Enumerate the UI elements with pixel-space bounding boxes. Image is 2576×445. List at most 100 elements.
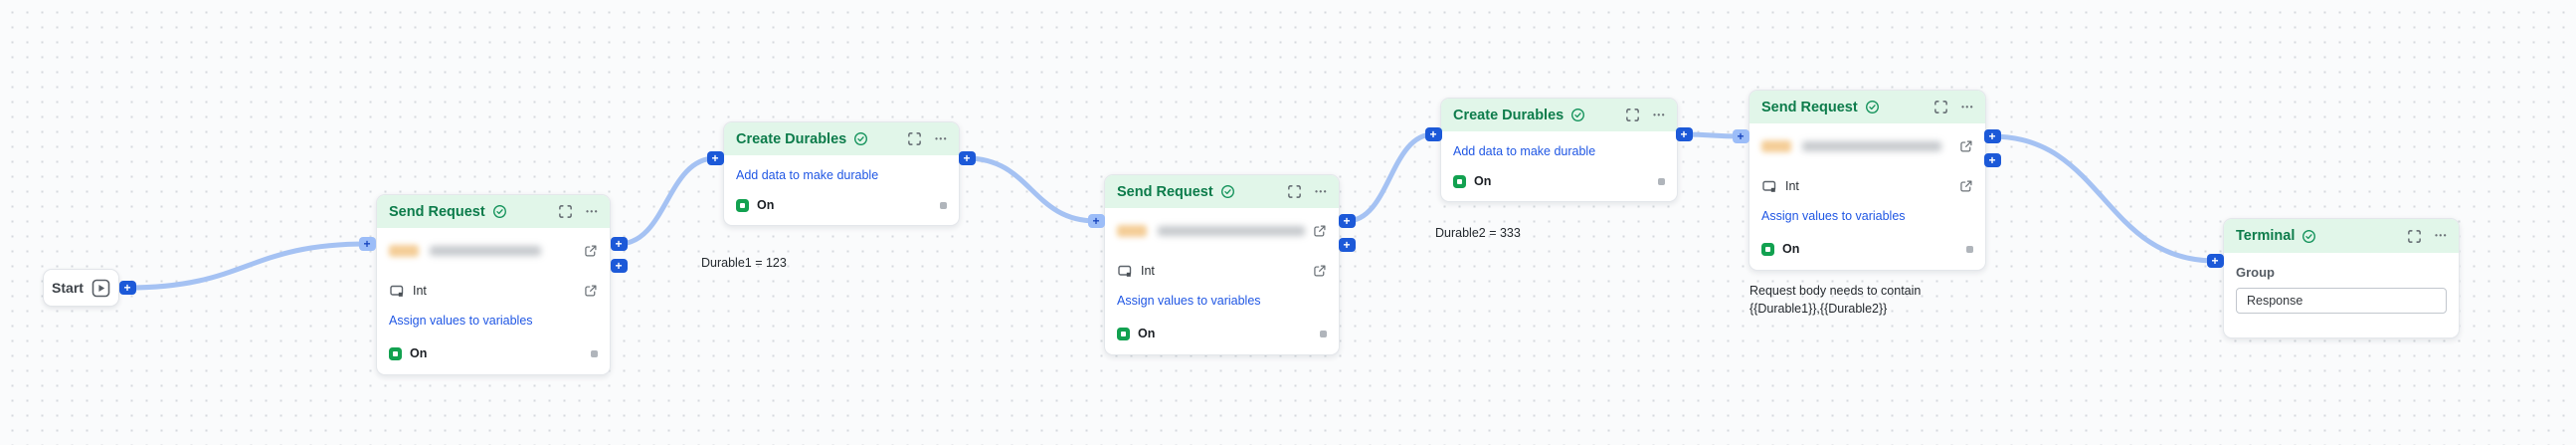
- node-send-request-3[interactable]: Send Request ••• Int: [1748, 90, 1986, 271]
- send-request-1-success-handle[interactable]: +: [610, 237, 628, 251]
- response-name-input[interactable]: [2236, 288, 2447, 314]
- external-link-icon[interactable]: [1959, 179, 1973, 193]
- check-circle-icon: [1220, 184, 1235, 199]
- create-durables-2-input-handle[interactable]: +: [1424, 127, 1442, 141]
- open-request-icon[interactable]: [1959, 139, 1973, 153]
- start-node-label: Start: [52, 280, 84, 296]
- on-toggle-label: On: [410, 346, 428, 360]
- more-options-icon[interactable]: •••: [1961, 102, 1974, 111]
- add-data-link[interactable]: Add data to make durable: [736, 167, 879, 182]
- create-durables-1-output-handle[interactable]: +: [958, 151, 976, 165]
- redacted-request-name: [1158, 226, 1305, 236]
- resize-handle[interactable]: [940, 201, 947, 209]
- send-request-3-input-handle[interactable]: +: [1732, 129, 1749, 143]
- connection-edge[interactable]: [1989, 133, 2218, 264]
- resize-handle[interactable]: [1966, 245, 1973, 253]
- redacted-method-badge: [1117, 225, 1147, 237]
- node-create-durables-2[interactable]: Create Durables ••• Add data to make dur…: [1440, 98, 1678, 202]
- send-request-3-failure-handle[interactable]: +: [1983, 153, 2001, 167]
- node-title: Create Durables: [736, 130, 847, 147]
- send-request-2-failure-handle[interactable]: +: [1338, 238, 1356, 252]
- request-row[interactable]: [1761, 137, 1973, 155]
- assign-values-link[interactable]: Assign values to variables: [1761, 209, 1906, 223]
- expand-icon[interactable]: [1287, 184, 1302, 199]
- send-request-3-success-handle[interactable]: +: [1983, 129, 2001, 143]
- on-toggle-label: On: [1474, 174, 1492, 188]
- create-durables-1-input-handle[interactable]: +: [706, 151, 724, 165]
- more-options-icon[interactable]: •••: [2435, 231, 2448, 240]
- send-request-2-success-handle[interactable]: +: [1338, 214, 1356, 228]
- connection-edge[interactable]: [1344, 131, 1436, 224]
- open-request-icon[interactable]: [584, 244, 598, 258]
- node-title: Send Request: [1761, 99, 1858, 115]
- check-circle-icon: [1570, 108, 1585, 122]
- environment-icon: [1761, 178, 1777, 194]
- environment-name: Int: [413, 284, 427, 298]
- environment-name: Int: [1141, 264, 1155, 278]
- resize-handle[interactable]: [1658, 177, 1665, 185]
- start-output-handle[interactable]: +: [118, 281, 136, 295]
- external-link-icon[interactable]: [1313, 264, 1327, 278]
- on-toggle[interactable]: [1761, 242, 1774, 256]
- start-node[interactable]: Start: [43, 269, 119, 307]
- request-row[interactable]: [389, 242, 598, 260]
- send-request-1-input-handle[interactable]: +: [358, 237, 376, 251]
- node-create-durables-1[interactable]: Create Durables ••• Add data to make dur…: [723, 121, 960, 226]
- environment-row[interactable]: Int: [389, 283, 598, 299]
- note-line-2: {{Durable1}},{{Durable2}}: [1749, 302, 1888, 316]
- on-toggle[interactable]: [1117, 327, 1130, 340]
- node-title: Create Durables: [1453, 107, 1564, 123]
- node-header: Send Request •••: [1105, 175, 1339, 208]
- on-toggle[interactable]: [736, 198, 749, 212]
- canvas-annotation-durable1[interactable]: Durable1 = 123: [701, 256, 787, 270]
- node-send-request-2[interactable]: Send Request ••• Int: [1104, 174, 1340, 355]
- node-header: Send Request •••: [1749, 91, 1985, 123]
- on-toggle[interactable]: [389, 346, 402, 360]
- play-icon[interactable]: [92, 279, 110, 298]
- node-header: Create Durables •••: [724, 122, 959, 155]
- add-data-link[interactable]: Add data to make durable: [1453, 143, 1596, 158]
- connection-edge[interactable]: [964, 155, 1099, 224]
- resize-handle[interactable]: [1320, 330, 1327, 337]
- redacted-method-badge: [389, 245, 419, 257]
- more-options-icon[interactable]: •••: [935, 133, 948, 143]
- connection-edge[interactable]: [616, 155, 718, 247]
- expand-icon[interactable]: [907, 131, 922, 146]
- redacted-method-badge: [1761, 140, 1791, 152]
- node-title: Send Request: [389, 203, 485, 220]
- check-circle-icon: [492, 204, 507, 219]
- terminal-input-handle[interactable]: +: [2206, 254, 2224, 268]
- canvas-annotation-durable2[interactable]: Durable2 = 333: [1435, 226, 1521, 240]
- expand-icon[interactable]: [1933, 100, 1948, 114]
- node-title: Send Request: [1117, 183, 1213, 200]
- create-durables-2-output-handle[interactable]: +: [1675, 127, 1693, 141]
- expand-icon[interactable]: [1625, 108, 1640, 122]
- request-row[interactable]: [1117, 222, 1327, 240]
- assign-values-link[interactable]: Assign values to variables: [389, 314, 533, 328]
- more-options-icon[interactable]: •••: [586, 206, 599, 216]
- canvas-annotation-note[interactable]: Request body needs to contain {{Durable1…: [1749, 282, 1963, 318]
- resize-handle[interactable]: [591, 349, 598, 357]
- connection-edge[interactable]: [124, 241, 370, 291]
- on-toggle-label: On: [1782, 242, 1800, 256]
- on-toggle-label: On: [1138, 327, 1156, 340]
- external-link-icon[interactable]: [584, 284, 598, 298]
- on-toggle[interactable]: [1453, 174, 1466, 188]
- open-request-icon[interactable]: [1313, 224, 1327, 238]
- node-send-request-1[interactable]: Send Request ••• Int: [376, 194, 611, 375]
- expand-icon[interactable]: [558, 204, 573, 219]
- send-request-1-failure-handle[interactable]: +: [610, 259, 628, 273]
- environment-row[interactable]: Int: [1761, 178, 1973, 194]
- expand-icon[interactable]: [2407, 229, 2422, 244]
- assign-values-link[interactable]: Assign values to variables: [1117, 294, 1261, 308]
- send-request-2-input-handle[interactable]: +: [1087, 214, 1105, 228]
- more-options-icon[interactable]: •••: [1653, 110, 1666, 119]
- more-options-icon[interactable]: •••: [1315, 186, 1328, 196]
- environment-icon: [1117, 263, 1133, 279]
- node-terminal[interactable]: Terminal ••• Group: [2223, 218, 2460, 338]
- environment-row[interactable]: Int: [1117, 263, 1327, 279]
- group-label: Group: [2236, 265, 2275, 280]
- node-header: Create Durables •••: [1441, 99, 1677, 131]
